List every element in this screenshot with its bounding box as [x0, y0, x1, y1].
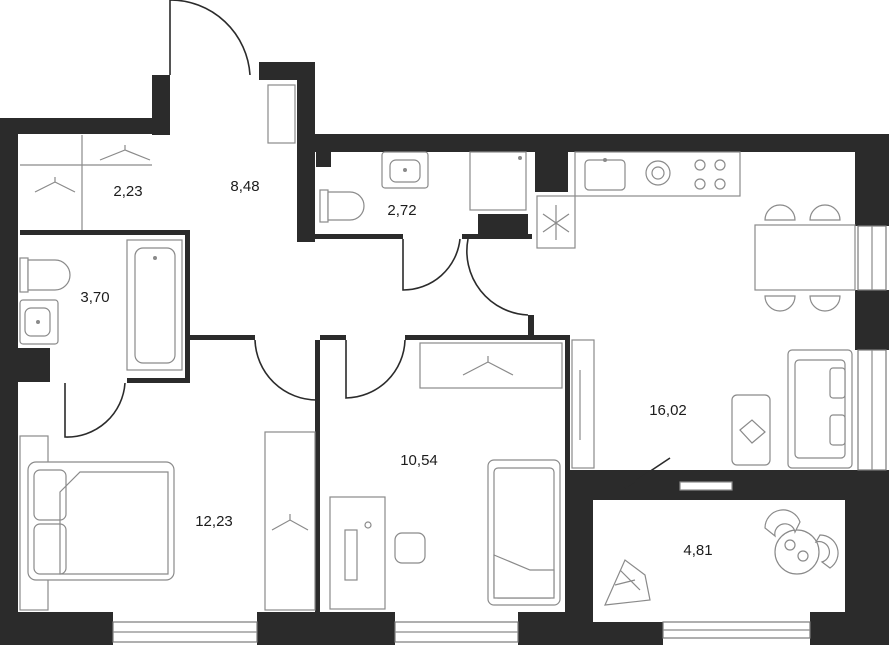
outer-wall-bottom-3 [518, 612, 593, 645]
wc-bottom-wall-right [462, 234, 532, 239]
round-table [774, 529, 820, 575]
windows [112, 225, 887, 643]
area-label-wc: 2,72 [387, 202, 416, 219]
hanger-icon [99, 145, 151, 161]
bath-bottom-wall-right [127, 378, 190, 383]
bedroom1-door [345, 339, 406, 399]
bath-hall-wall [185, 230, 190, 382]
dining-table [754, 224, 856, 291]
wardrobe-bedroom-1 [419, 342, 563, 389]
balcony-door [624, 457, 671, 489]
wardrobe-bath-wall [20, 230, 190, 235]
bedroom-1-room [329, 342, 563, 610]
chair-icon [764, 509, 801, 538]
area-label-bedroom-1: 10,54 [400, 452, 438, 469]
kitchen-living-room [536, 151, 856, 491]
hall-bedroom2-wall-left [185, 335, 255, 340]
chair-icon [814, 534, 839, 569]
entrance-door [169, 0, 251, 76]
bathroom-room [19, 239, 183, 371]
hob-spiral-icon [645, 160, 671, 186]
hall-bedroom1-wall [320, 335, 346, 340]
chair-icon [764, 295, 796, 312]
double-bed [27, 461, 175, 581]
doors [64, 0, 671, 489]
outer-wall-top-left [0, 118, 170, 134]
area-label-bedroom-2: 12,23 [195, 513, 233, 530]
wc-shaft-2 [478, 214, 528, 236]
bedroom2-door [254, 339, 318, 401]
shoe-rack [267, 84, 296, 144]
balcony-threshold [679, 481, 733, 491]
wardrobe-room [20, 84, 296, 230]
bathroom-door [64, 382, 126, 438]
outer-wall-bottom-2 [257, 612, 395, 645]
kitchen-counter [574, 151, 741, 197]
area-label-wardrobe: 2,23 [113, 183, 142, 200]
outer-wall-bottom-1 [0, 612, 113, 645]
balcony-door-jamb [613, 478, 625, 496]
bedroom-2-room [19, 431, 316, 611]
wc-door [402, 238, 461, 291]
chair-icon [809, 295, 841, 312]
wc-bottom-wall-left [315, 234, 403, 239]
hanger-icon [271, 514, 309, 531]
hanger-icon [34, 177, 76, 193]
book-icon [739, 419, 766, 444]
balcony-room [604, 509, 839, 606]
hanger-icon [462, 356, 514, 376]
outer-wall-right-upper [855, 134, 889, 226]
bedroom1-top-wall [405, 335, 570, 340]
bathtub-icon [126, 239, 183, 371]
kitchen-door-stub [528, 315, 534, 335]
bathroom-corner [0, 348, 50, 382]
plant-icon [604, 559, 651, 606]
desk-chair-icon [394, 532, 426, 564]
chair-icon [809, 204, 841, 221]
walls [0, 62, 889, 645]
washing-machine [469, 151, 527, 211]
area-label-bathroom: 3,70 [80, 289, 109, 306]
coffee-table [731, 394, 771, 466]
wc-shaft [316, 152, 331, 167]
area-label-kitchen-living: 16,02 [649, 402, 687, 419]
outer-wall-top-right [297, 134, 889, 152]
outer-wall-right-mid [855, 290, 889, 350]
toilet-tank [19, 257, 29, 293]
tv-stand [571, 339, 595, 469]
stove-icon [694, 159, 706, 171]
area-label-balcony: 4,81 [683, 542, 712, 559]
kitchen-door [466, 238, 529, 316]
wc-room [319, 151, 527, 223]
toilet-icon [327, 191, 365, 221]
bedroom1-right-wall [565, 335, 570, 475]
area-labels: 2,23 8,48 2,72 3,70 16,02 10,54 12,23 4,… [80, 178, 712, 559]
toilet-tank [319, 189, 329, 223]
entry-wall-left [152, 75, 170, 135]
balcony-bottom-wall-left [593, 622, 663, 645]
toilet-icon [27, 259, 71, 291]
area-label-hallway: 8,48 [230, 178, 259, 195]
kitchen-shaft [535, 150, 568, 192]
bedroom-divider [315, 340, 320, 612]
wardrobe-bedroom-2 [264, 431, 316, 611]
chair-icon [764, 204, 796, 221]
balcony-bottom-wall-right [810, 612, 889, 645]
